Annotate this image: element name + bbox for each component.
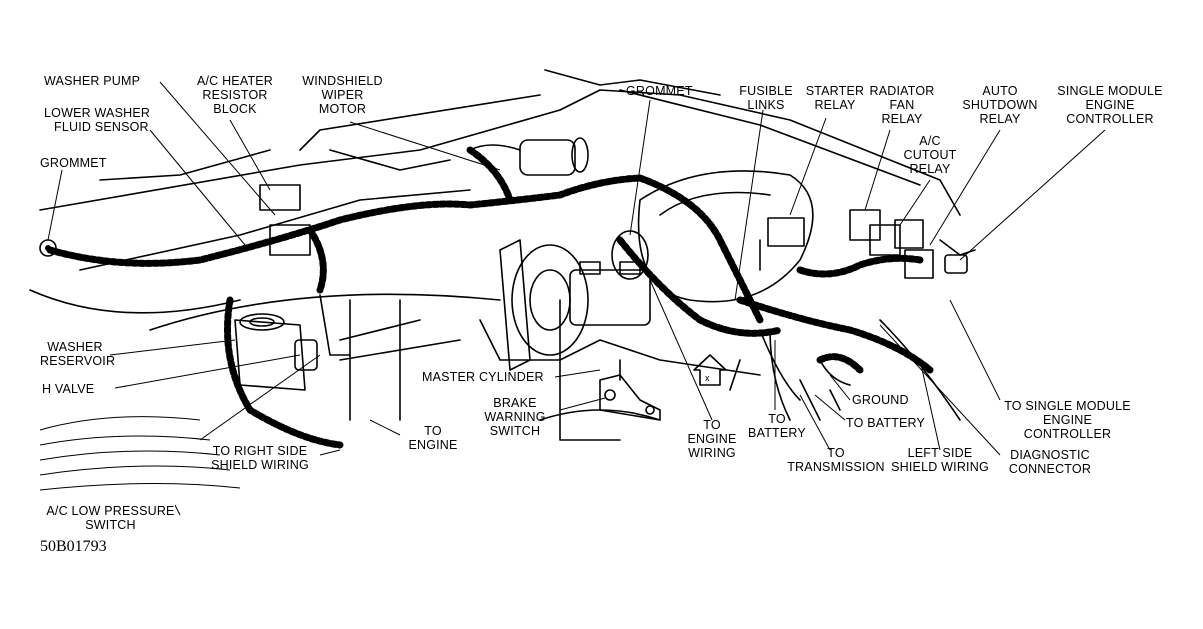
label-line: AUTO [982, 84, 1018, 98]
label-line: TO RIGHT SIDE [212, 444, 308, 458]
label-line: CONNECTOR [1008, 462, 1092, 476]
label-starter-relay: STARTER RELAY [800, 84, 870, 112]
label-ground: GROUND [852, 393, 909, 407]
label-line: RESERVOIR [40, 354, 116, 368]
label-washer-pump: WASHER PUMP [44, 74, 141, 88]
label-ac-heater-resistor-block: A/C HEATER RESISTOR BLOCK [195, 74, 275, 116]
washer-reservoir-drawing [234, 294, 461, 421]
label-line: RELAY [909, 162, 951, 176]
label-radiator-fan-relay: RADIATOR FAN RELAY [868, 84, 936, 126]
label-line: TO [703, 418, 721, 432]
label-line: SHUTDOWN [962, 98, 1038, 112]
label-line: BATTERY [748, 426, 806, 440]
label-washer-reservoir: WASHER RESERVOIR [40, 340, 116, 368]
label-line: SWITCH [489, 424, 541, 438]
label-line: A/C HEATER [196, 74, 274, 88]
label-windshield-wiper-motor: WINDSHIELD WIPER MOTOR [295, 74, 390, 116]
label-auto-shutdown-relay: AUTO SHUTDOWN RELAY [950, 84, 1050, 126]
leader-lines [47, 81, 1106, 516]
label-line: FLUID SENSOR [54, 120, 149, 134]
label-line: RELAY [979, 112, 1021, 126]
label-line: TO [768, 412, 786, 426]
forward-arrow-icon: x [693, 354, 727, 386]
label-line: BRAKE [493, 396, 537, 410]
label-line: WIRING [688, 446, 736, 460]
label-line: CONTROLLER [1023, 427, 1112, 441]
label-left-side-shield-wiring: LEFT SIDE SHIELD WIRING [880, 446, 1000, 474]
label-line: MOTOR [318, 102, 367, 116]
label-fusible-links: FUSIBLE LINKS [735, 84, 797, 112]
label-line: ENGINE [1042, 413, 1093, 427]
label-line: DIAGNOSTIC [1010, 448, 1090, 462]
label-h-valve: H VALVE [42, 382, 95, 396]
label-line: STARTER [805, 84, 865, 98]
label-brake-warning-switch: BRAKE WARNING SWITCH [470, 396, 560, 438]
label-lower-washer-fluid-sensor: LOWER WASHER FLUID SENSOR [44, 106, 150, 134]
label-ac-cutout-relay: A/C CUTOUT RELAY [895, 134, 965, 176]
label-line: FUSIBLE [739, 84, 793, 98]
label-diagnostic-connector: DIAGNOSTIC CONNECTOR [1000, 448, 1100, 476]
label-line: WIPER [321, 88, 364, 102]
label-grommet-center: GROMMET [626, 84, 693, 98]
label-line: LINKS [747, 98, 785, 112]
label-line: SHIELD WIRING [891, 460, 989, 474]
label-to-engine: TO ENGINE [398, 424, 468, 452]
label-line: A/C [919, 134, 941, 148]
label-line: WASHER [47, 340, 103, 354]
label-line: ENGINE [687, 432, 737, 446]
label-single-module-engine-controller: SINGLE MODULE ENGINE CONTROLLER [1050, 84, 1170, 126]
label-line: ENGINE [1085, 98, 1135, 112]
label-line: SWITCH [85, 518, 136, 532]
label-line: RELAY [881, 112, 923, 126]
label-to-engine-wiring: TO ENGINE WIRING [672, 418, 752, 460]
label-line: LEFT SIDE [907, 446, 973, 460]
label-line: SINGLE MODULE [1057, 84, 1163, 98]
label-master-cylinder: MASTER CYLINDER [422, 370, 544, 384]
label-line: SHIELD WIRING [211, 458, 309, 472]
label-to-right-side-shield-wiring: TO RIGHT SIDE SHIELD WIRING [200, 444, 320, 472]
label-line: RESISTOR [202, 88, 268, 102]
label-line: A/C LOW PRESSURE [46, 504, 175, 518]
label-line: BLOCK [213, 102, 257, 116]
label-ac-low-pressure-switch: A/C LOW PRESSURE SWITCH [38, 504, 183, 532]
label-line: CONTROLLER [1066, 112, 1154, 126]
label-line: TRANSMISSION [787, 460, 885, 474]
label-line: RELAY [814, 98, 856, 112]
label-line: LOWER WASHER [44, 106, 151, 120]
label-to-transmission: TO TRANSMISSION [776, 446, 896, 474]
label-line: CUTOUT [903, 148, 957, 162]
label-line: RADIATOR [869, 84, 935, 98]
label-line: WINDSHIELD [302, 74, 383, 88]
label-grommet-left: GROMMET [40, 156, 107, 170]
label-line: TO SINGLE MODULE [1004, 399, 1131, 413]
label-line: FAN [889, 98, 915, 112]
wiring-harness [46, 146, 934, 449]
svg-text:x: x [705, 373, 710, 383]
label-line: WARNING [484, 410, 546, 424]
label-to-battery-left: TO BATTERY [742, 412, 812, 440]
brake-switch-drawing [599, 359, 661, 421]
figure-id: 50B01793 [40, 538, 107, 555]
label-to-single-module-engine-controller: TO SINGLE MODULE ENGINE CONTROLLER [995, 399, 1140, 441]
label-line: TO [424, 424, 442, 438]
engine-block [499, 170, 814, 371]
label-line: ENGINE [408, 438, 458, 452]
label-to-battery-right: TO BATTERY [846, 416, 926, 430]
label-line: TO [827, 446, 845, 460]
